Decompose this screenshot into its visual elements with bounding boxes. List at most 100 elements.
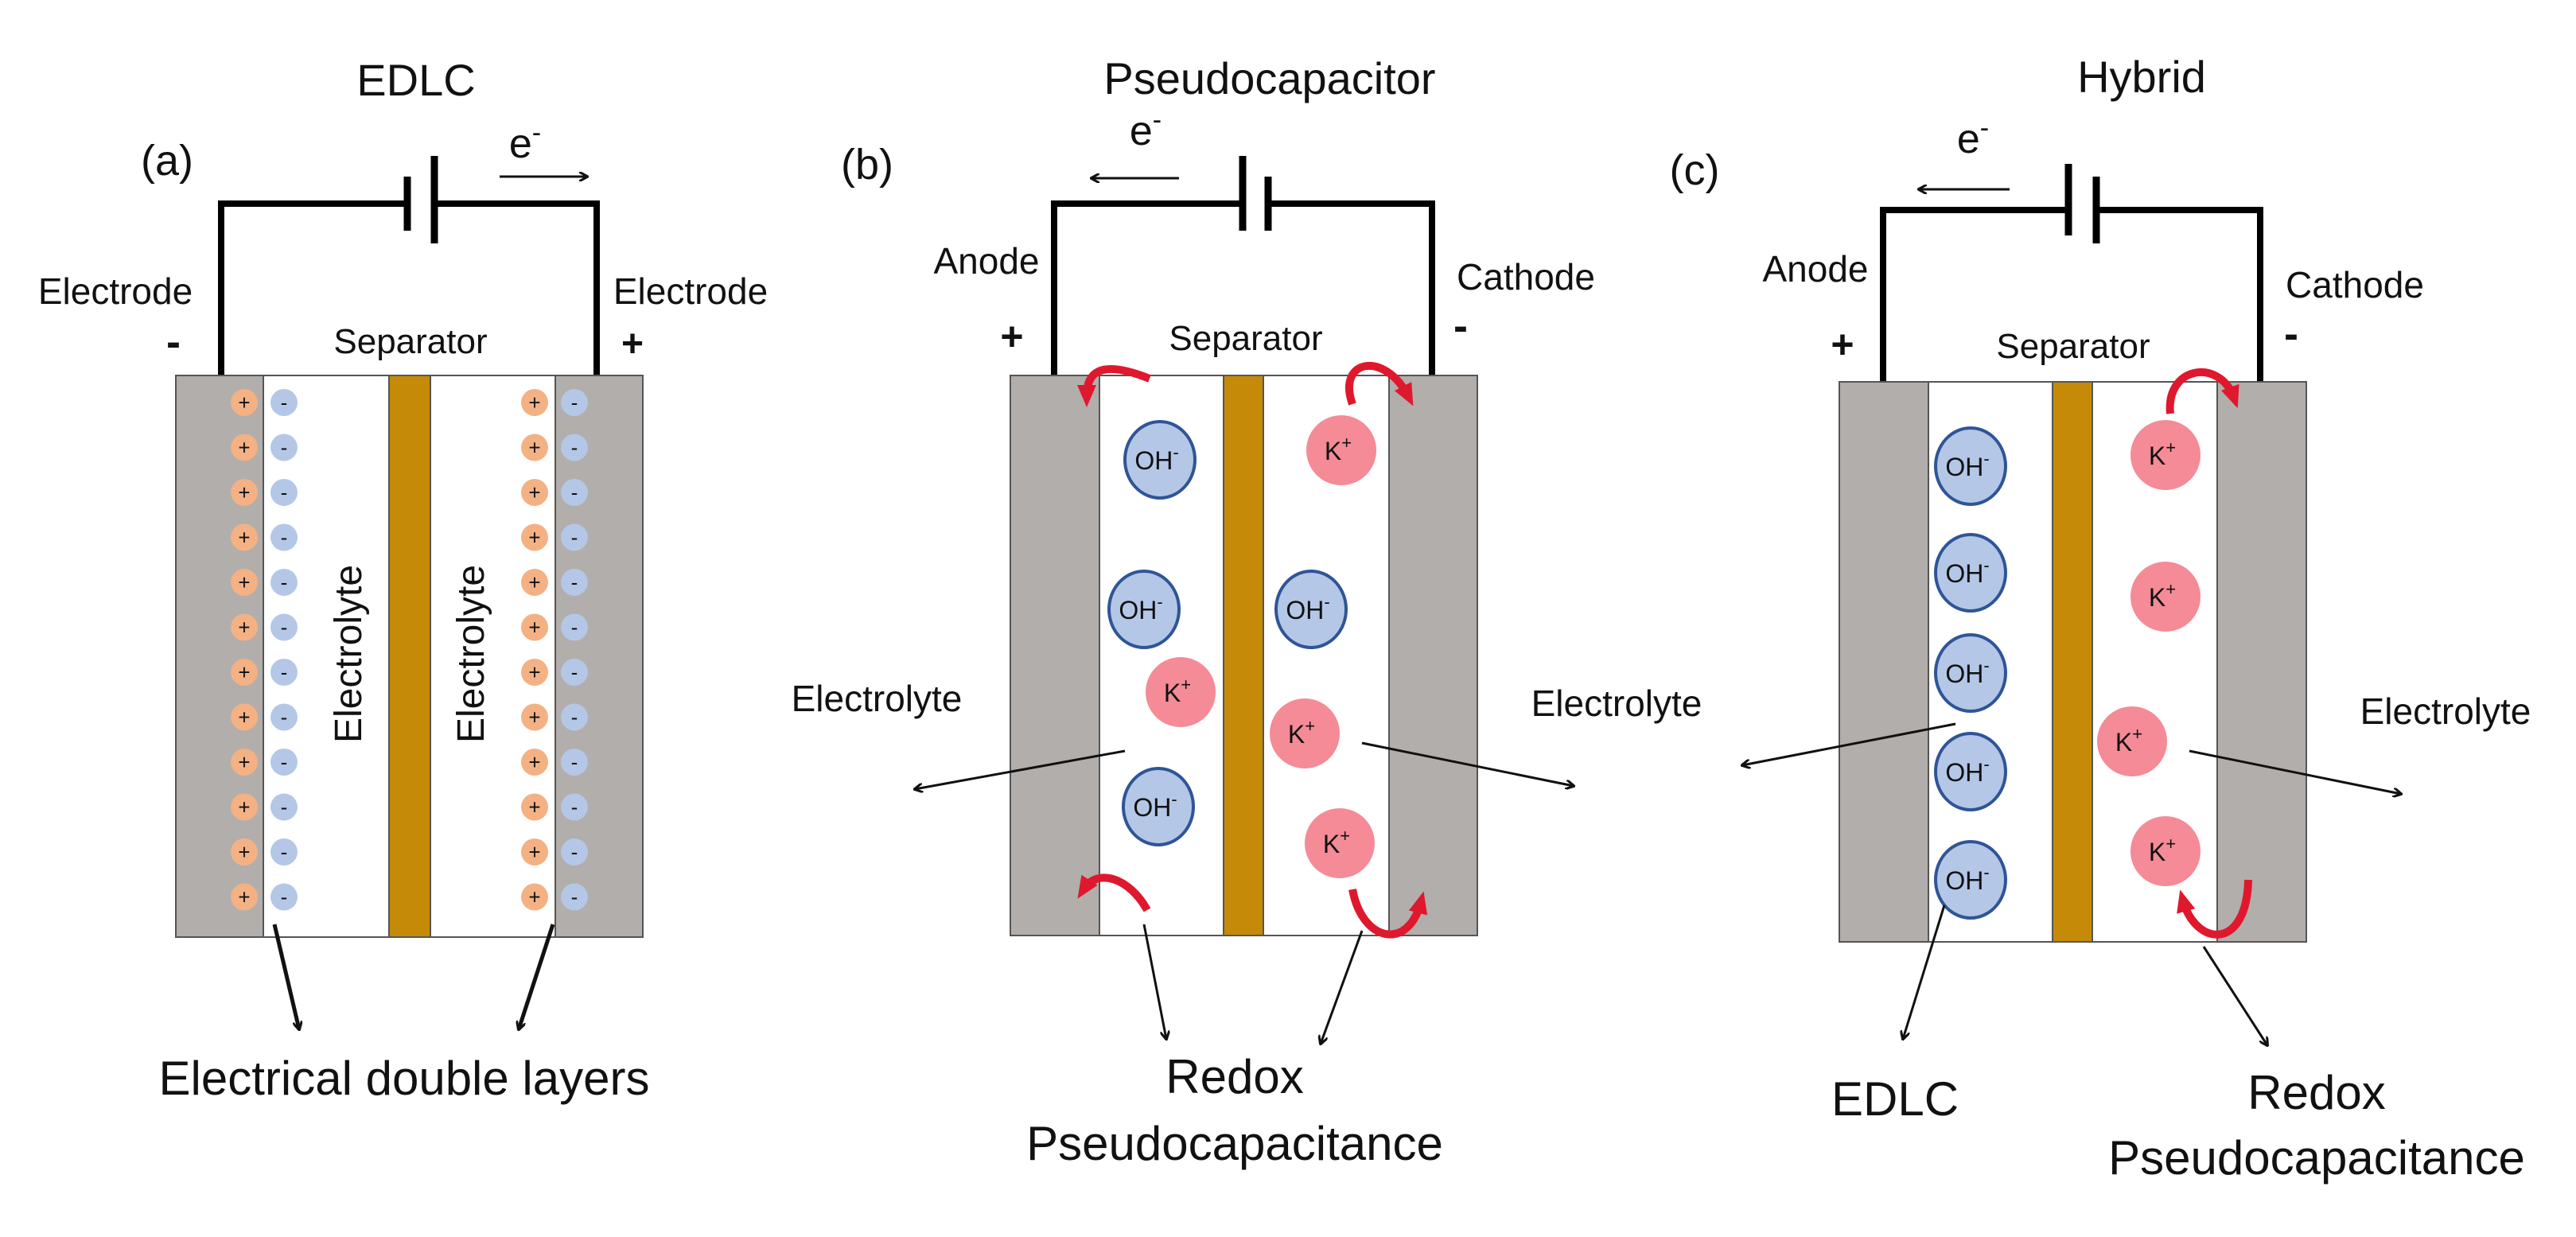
potassium-ion-label: K+ bbox=[1164, 675, 1191, 707]
hydroxide-ion-label: OH- bbox=[1945, 555, 1989, 588]
negative-charge-sign: - bbox=[281, 885, 288, 909]
positive-charge: + bbox=[231, 883, 258, 911]
negative-charge-sign: - bbox=[281, 526, 288, 550]
positive-charge: + bbox=[521, 434, 548, 461]
hydroxide-ion-shape bbox=[1934, 533, 2007, 613]
positive-charge-sign: + bbox=[238, 480, 250, 504]
panel-c-redox-arrow-down bbox=[2202, 946, 2267, 1045]
positive-charge-sign: + bbox=[528, 526, 540, 550]
redox-arrow bbox=[1348, 889, 1428, 939]
panel-b-left-electrode bbox=[1010, 375, 1100, 936]
negative-charge-dot bbox=[561, 838, 588, 866]
positive-charge-sign: + bbox=[528, 391, 540, 414]
panel-c-right-sign: - bbox=[2284, 310, 2298, 358]
negative-charge-sign: - bbox=[281, 706, 288, 729]
positive-charge-dot bbox=[521, 793, 548, 821]
hydroxide-ion-label: OH- bbox=[1945, 449, 1989, 481]
positive-charge-dot bbox=[521, 659, 548, 686]
panel-c-redox-arrows bbox=[2165, 368, 2252, 939]
positive-charge-dot bbox=[231, 659, 258, 686]
potassium-ion: K+ bbox=[1306, 415, 1376, 485]
potassium-ion-shape bbox=[1305, 808, 1375, 878]
panel-b-electrolyte-left-label: Electrolyte bbox=[792, 678, 963, 719]
panel-b-right-electrode bbox=[1388, 375, 1478, 936]
hydroxide-ion-shape bbox=[1107, 570, 1181, 649]
negative-charge: - bbox=[561, 389, 588, 416]
positive-charge: + bbox=[521, 613, 548, 641]
panel-b-electrolyte-left-arrow bbox=[915, 749, 1126, 789]
panel-a-title: EDLC bbox=[356, 55, 475, 105]
potassium-ion-shape bbox=[2130, 816, 2200, 886]
negative-charge-dot bbox=[561, 749, 588, 776]
potassium-ion: K+ bbox=[2097, 706, 2167, 776]
panel-b-redox-arrow-left bbox=[1142, 924, 1166, 1039]
negative-charge-dot bbox=[561, 793, 588, 821]
positive-charge: + bbox=[231, 659, 258, 686]
panel-b-bottom-line2: Pseudocapacitance bbox=[1026, 1117, 1443, 1170]
panel-b-cathode-label: Cathode bbox=[1457, 256, 1595, 298]
potassium-ion-label: K+ bbox=[1323, 826, 1350, 858]
negative-charge-sign: - bbox=[571, 750, 578, 774]
panel-b-separator bbox=[1223, 375, 1264, 936]
potassium-ion-shape bbox=[1146, 657, 1216, 727]
positive-charge: + bbox=[521, 838, 548, 866]
positive-charge-dot bbox=[231, 569, 258, 596]
panel-b-redox-arrows bbox=[1077, 361, 1428, 939]
panel-a-electrolyte-right: Electrolyte bbox=[450, 565, 492, 743]
positive-charge-sign: + bbox=[528, 885, 540, 909]
hydroxide-ion-label: OH- bbox=[1133, 789, 1177, 822]
negative-charge-sign: - bbox=[571, 436, 578, 460]
hydroxide-ion-label: OH- bbox=[1945, 754, 1989, 787]
potassium-ion-shape bbox=[2097, 706, 2167, 776]
positive-charge: + bbox=[521, 749, 548, 776]
negative-charge-sign: - bbox=[571, 840, 578, 864]
negative-charge-dot bbox=[270, 749, 298, 776]
positive-charge-sign: + bbox=[238, 436, 250, 460]
positive-charge: + bbox=[521, 793, 548, 821]
potassium-ion-label: K+ bbox=[1288, 716, 1315, 749]
hydroxide-ion-shape bbox=[1122, 767, 1195, 846]
negative-charge-sign: - bbox=[571, 391, 578, 414]
panel-b-separator-label: Separator bbox=[1169, 319, 1322, 358]
positive-charge-dot bbox=[231, 389, 258, 416]
negative-charge-dot bbox=[561, 389, 588, 416]
hydroxide-ion: OH- bbox=[1934, 633, 2007, 713]
panel-c-separator bbox=[2052, 381, 2093, 943]
panel-a-electrolyte-left: Electrolyte bbox=[328, 565, 370, 743]
positive-charge-dot bbox=[521, 883, 548, 911]
panel-b-bottom-line1: Redox bbox=[1165, 1050, 1303, 1103]
positive-charge: + bbox=[521, 479, 548, 506]
panel-c-bottom-line2: Pseudocapacitance bbox=[2108, 1131, 2525, 1184]
positive-charge-sign: + bbox=[528, 480, 540, 504]
negative-charge: - bbox=[270, 613, 298, 641]
negative-charge: - bbox=[270, 434, 298, 461]
positive-charge-sign: + bbox=[238, 526, 250, 550]
positive-charge: + bbox=[521, 523, 548, 551]
negative-charge-dot bbox=[561, 434, 588, 461]
panel-c-bottom-edlc: EDLC bbox=[1831, 1072, 1959, 1126]
positive-charge: + bbox=[231, 793, 258, 821]
negative-charge: - bbox=[561, 434, 588, 461]
panel-a-left-sign: - bbox=[166, 318, 181, 366]
negative-charge-sign: - bbox=[571, 660, 578, 684]
panel-a: EDLC (a) e- Electrode Electrode - + Sepa… bbox=[38, 55, 768, 1105]
negative-charge-dot bbox=[270, 523, 298, 551]
positive-charge: + bbox=[231, 389, 258, 416]
panel-c-right-electrode bbox=[2216, 381, 2307, 943]
panel-a-left-electrode-label: Electrode bbox=[38, 270, 193, 312]
potassium-ion: K+ bbox=[1305, 808, 1375, 878]
positive-charge-sign: + bbox=[238, 570, 250, 594]
negative-charge: - bbox=[561, 838, 588, 866]
hydroxide-ion-label: OH- bbox=[1119, 592, 1162, 624]
negative-charge-sign: - bbox=[571, 480, 578, 504]
panel-c-letter: (c) bbox=[1670, 146, 1720, 194]
panel-c-electrolyte-label: Electrolyte bbox=[2360, 690, 2531, 732]
positive-charge-dot bbox=[231, 883, 258, 911]
negative-charge: - bbox=[270, 793, 298, 821]
positive-charge: + bbox=[521, 569, 548, 596]
hydroxide-ion-shape bbox=[1123, 420, 1197, 500]
potassium-ion-label: K+ bbox=[2115, 724, 2142, 757]
panel-c-ions: OH-OH-OH-OH-OH-K+K+K+K+ bbox=[1934, 420, 2200, 920]
hydroxide-ion: OH- bbox=[1934, 732, 2007, 811]
